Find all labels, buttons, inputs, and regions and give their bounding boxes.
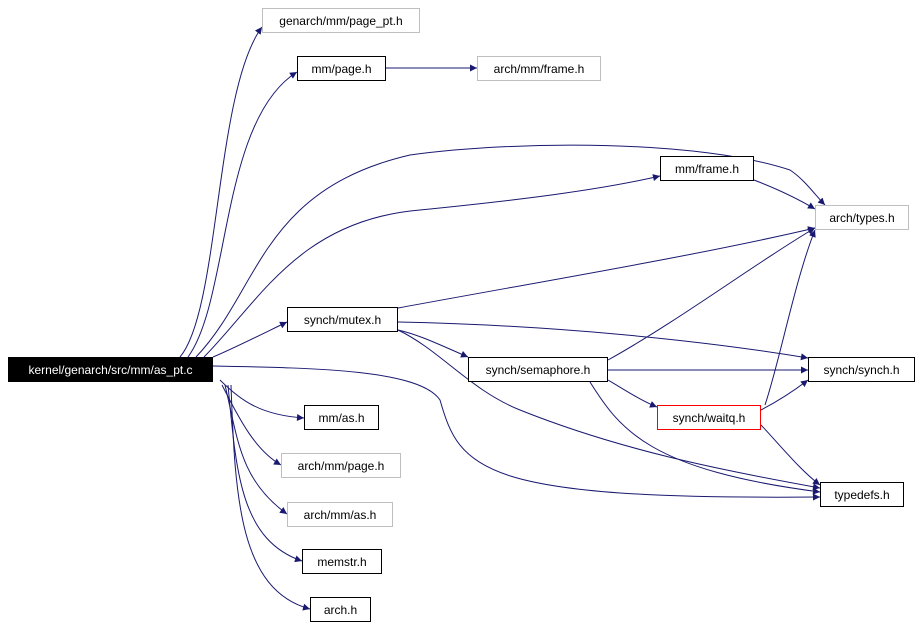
edge-root-to-mm_frame: [203, 174, 661, 358]
edge-synch_mutex-to-typedefs: [397, 329, 821, 491]
edge-synch_mutex-to-synch_semaphore: [397, 329, 469, 358]
edge-synch_waitq-to-synch_synch: [760, 379, 809, 411]
node-synch-semaphore[interactable]: synch/semaphore.h: [468, 357, 608, 382]
edge-synch_waitq-to-arch_types: [764, 229, 816, 406]
node-root-as-pt-c[interactable]: kernel/genarch/src/mm/as_pt.c: [8, 357, 213, 382]
edge-root-to-genarch_page_pt: [179, 26, 263, 358]
edge-synch_waitq-to-typedefs: [760, 424, 821, 486]
edge-root-to-synch_mutex: [212, 321, 288, 358]
node-synch-synch[interactable]: synch/synch.h: [808, 357, 915, 382]
node-synch-waitq[interactable]: synch/waitq.h: [657, 405, 761, 430]
edge-synch_semaphore-to-typedefs: [589, 381, 821, 495]
edge-synch_mutex-to-synch_synch: [397, 321, 809, 361]
node-arch-mm-as[interactable]: arch/mm/as.h: [287, 502, 393, 527]
edge-root-to-mm_as: [219, 379, 305, 422]
edge-synch_mutex-to-arch_types: [397, 226, 816, 309]
edge-root-to-arch_h: [230, 384, 311, 611]
node-mm-frame[interactable]: mm/frame.h: [660, 156, 754, 181]
node-typedefs[interactable]: typedefs.h: [820, 482, 904, 507]
edge-root-to-typedefs: [212, 365, 821, 501]
node-mm-as[interactable]: mm/as.h: [304, 405, 379, 430]
node-genarch-page-pt[interactable]: genarch/mm/page_pt.h: [262, 8, 420, 33]
node-arch-h[interactable]: arch.h: [310, 597, 371, 622]
edge-root-to-memstr: [227, 384, 303, 563]
edge-synch_semaphore-to-arch_types: [607, 227, 816, 361]
edge-root-to-arch_types: [195, 144, 826, 358]
edge-root-to-mm_page: [187, 71, 298, 358]
node-memstr[interactable]: memstr.h: [302, 549, 382, 574]
node-synch-mutex[interactable]: synch/mutex.h: [287, 307, 398, 332]
edge-root-to-arch_mm_as: [224, 384, 288, 515]
node-mm-page[interactable]: mm/page.h: [297, 56, 386, 81]
edge-root-to-arch_mm_page: [221, 384, 282, 466]
edge-synch_semaphore-to-synch_waitq: [607, 379, 658, 408]
node-arch-mm-frame[interactable]: arch/mm/frame.h: [477, 56, 601, 81]
node-arch-types[interactable]: arch/types.h: [815, 205, 909, 230]
node-arch-mm-page[interactable]: arch/mm/page.h: [281, 453, 401, 478]
edge-mm_frame-to-arch_types: [753, 179, 816, 210]
